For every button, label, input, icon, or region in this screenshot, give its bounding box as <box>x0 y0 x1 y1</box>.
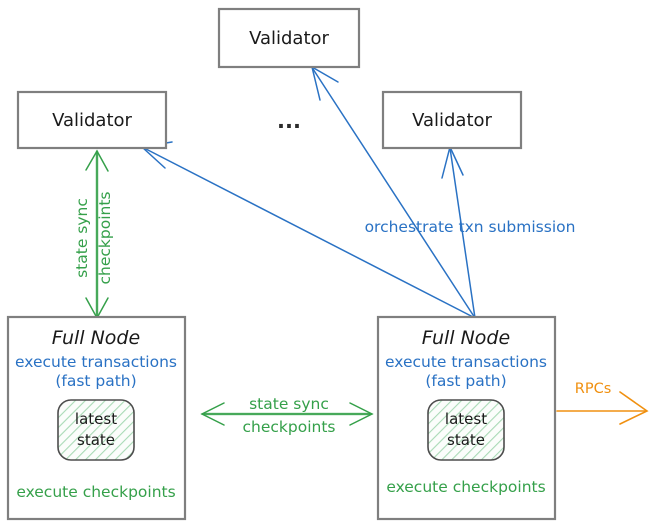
edge-state-sync-center: state sync checkpoints <box>200 395 374 436</box>
validator-right[interactable]: Validator <box>381 90 523 150</box>
full-node-left-green-label: execute checkpoints <box>16 483 175 501</box>
edge-state-sync-center-line1: state sync <box>249 395 329 413</box>
edge-state-sync-left: state sync checkpoints <box>73 149 114 320</box>
validators-ellipsis: ... <box>277 109 301 133</box>
validator-top-label: Validator <box>249 28 329 49</box>
full-node-left-inner-line1: latest <box>75 410 117 428</box>
full-node-right-blue-line2: (fast path) <box>425 372 506 390</box>
edge-rpcs: RPCs <box>556 381 649 425</box>
full-node-right[interactable]: Full Node execute transactions (fast pat… <box>376 315 557 521</box>
edge-rpcs-label: RPCs <box>575 381 612 397</box>
full-node-right-latest-state[interactable]: latest state <box>427 399 505 461</box>
validator-left[interactable]: Validator <box>16 90 168 150</box>
full-node-right-inner-line1: latest <box>445 410 487 428</box>
edge-state-sync-left-line1: state sync <box>73 198 91 278</box>
full-node-left-inner-line2: state <box>77 431 115 449</box>
full-node-left-blue-line2: (fast path) <box>55 372 136 390</box>
validator-right-label: Validator <box>412 110 492 131</box>
full-node-left-blue-line1: execute transactions <box>15 353 177 371</box>
edge-state-sync-center-line2: checkpoints <box>243 418 336 436</box>
validator-top[interactable]: Validator <box>217 7 361 69</box>
full-node-right-inner-line2: state <box>447 431 485 449</box>
full-node-right-blue-line1: execute transactions <box>385 353 547 371</box>
edge-state-sync-left-line2: checkpoints <box>96 192 114 285</box>
edge-orchestrate: orchestrate txn submission <box>140 65 576 319</box>
full-node-left-latest-state[interactable]: latest state <box>57 399 135 461</box>
validator-left-label: Validator <box>52 110 132 131</box>
full-node-left[interactable]: Full Node execute transactions (fast pat… <box>6 315 187 521</box>
full-node-right-green-label: execute checkpoints <box>386 478 545 496</box>
edge-orchestrate-label: orchestrate txn submission <box>365 218 576 236</box>
full-node-left-title: Full Node <box>52 327 140 349</box>
full-node-right-title: Full Node <box>422 327 510 349</box>
